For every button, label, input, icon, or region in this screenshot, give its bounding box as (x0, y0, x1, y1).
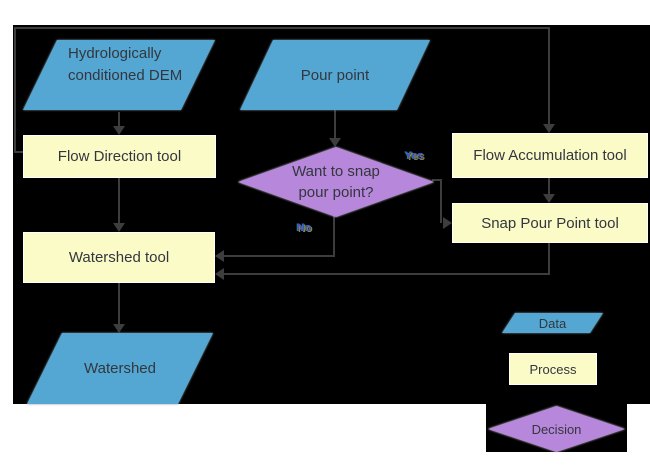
arrowhead-watershedtool-icon (113, 223, 125, 232)
node-pour-point: Pour point (240, 40, 430, 110)
node-watershed-label: Watershed (84, 360, 156, 377)
edge-watershedtool-watershed (118, 283, 120, 325)
edge-into-flowacc-vertical (548, 29, 550, 125)
legend-data-label: Data (538, 315, 567, 331)
arrowhead-flowacc-icon (543, 124, 555, 133)
edge-snap-vertical (548, 243, 550, 275)
legend-process-label: Process (529, 361, 577, 377)
edge-yes-vertical (440, 179, 442, 223)
edge-left-vertical (14, 27, 16, 153)
arrowhead-decision-icon (329, 138, 341, 147)
edge-label-yes: Yes (405, 150, 424, 162)
arrowhead-snap-left-icon (443, 217, 452, 229)
node-decision-label: Want to snap pour point? (292, 163, 380, 201)
node-flow-accumulation-label: Flow Accumulation tool (473, 147, 627, 164)
edge-flowdir-watershedtool (118, 178, 120, 224)
node-decision: Want to snap pour point? (238, 147, 434, 217)
edge-no-vertical (333, 216, 335, 257)
edge-flowacc-snap (548, 178, 550, 195)
node-pour-point-label: Pour point (300, 66, 370, 84)
arrowhead-watershed-icon (113, 324, 125, 333)
node-dem-shape: Hydrologically conditioned DEM (23, 40, 215, 110)
node-flow-direction: Flow Direction tool (23, 135, 216, 178)
edge-snap-horizontal (224, 273, 550, 275)
edge-label-no: No (297, 222, 312, 234)
node-dem-label: Hydrologically conditioned DEM (68, 45, 183, 84)
node-flow-direction-label: Flow Direction tool (57, 148, 182, 165)
edge-yes-horizontal (432, 179, 442, 181)
edge-no-horizontal (224, 255, 335, 257)
legend-decision: Decision (488, 406, 625, 452)
node-flow-accumulation: Flow Accumulation tool (452, 133, 648, 178)
node-watershed-tool: Watershed tool (23, 232, 215, 283)
node-snap-pour-point: Snap Pour Point tool (452, 203, 648, 243)
legend-data: Data (502, 313, 603, 333)
arrowhead-watershedtool-upper-icon (215, 250, 224, 262)
arrowhead-watershedtool-lower-icon (215, 268, 224, 280)
node-dem: Hydrologically conditioned DEM (23, 40, 215, 110)
node-snap-pour-point-label: Snap Pour Point tool (481, 214, 619, 232)
node-watershed-tool-label: Watershed tool (68, 249, 170, 266)
node-watershed-shape: Watershed (27, 333, 213, 404)
node-pour-point-shape: Pour point (240, 40, 430, 110)
edge-top-horizontal (14, 27, 550, 29)
node-watershed: Watershed (27, 333, 213, 404)
legend-decision-shape: Decision (488, 406, 625, 452)
legend-data-shape: Data (502, 313, 603, 333)
legend-decision-label: Decision (531, 421, 582, 437)
legend-process: Process (509, 353, 597, 385)
arrowhead-flowdir-icon (113, 126, 125, 135)
arrowhead-snap-top-icon (543, 194, 555, 203)
edge-flowdir-stub (15, 151, 23, 153)
edge-dem-flowdir (118, 112, 120, 127)
edge-pour-decision (334, 110, 336, 139)
